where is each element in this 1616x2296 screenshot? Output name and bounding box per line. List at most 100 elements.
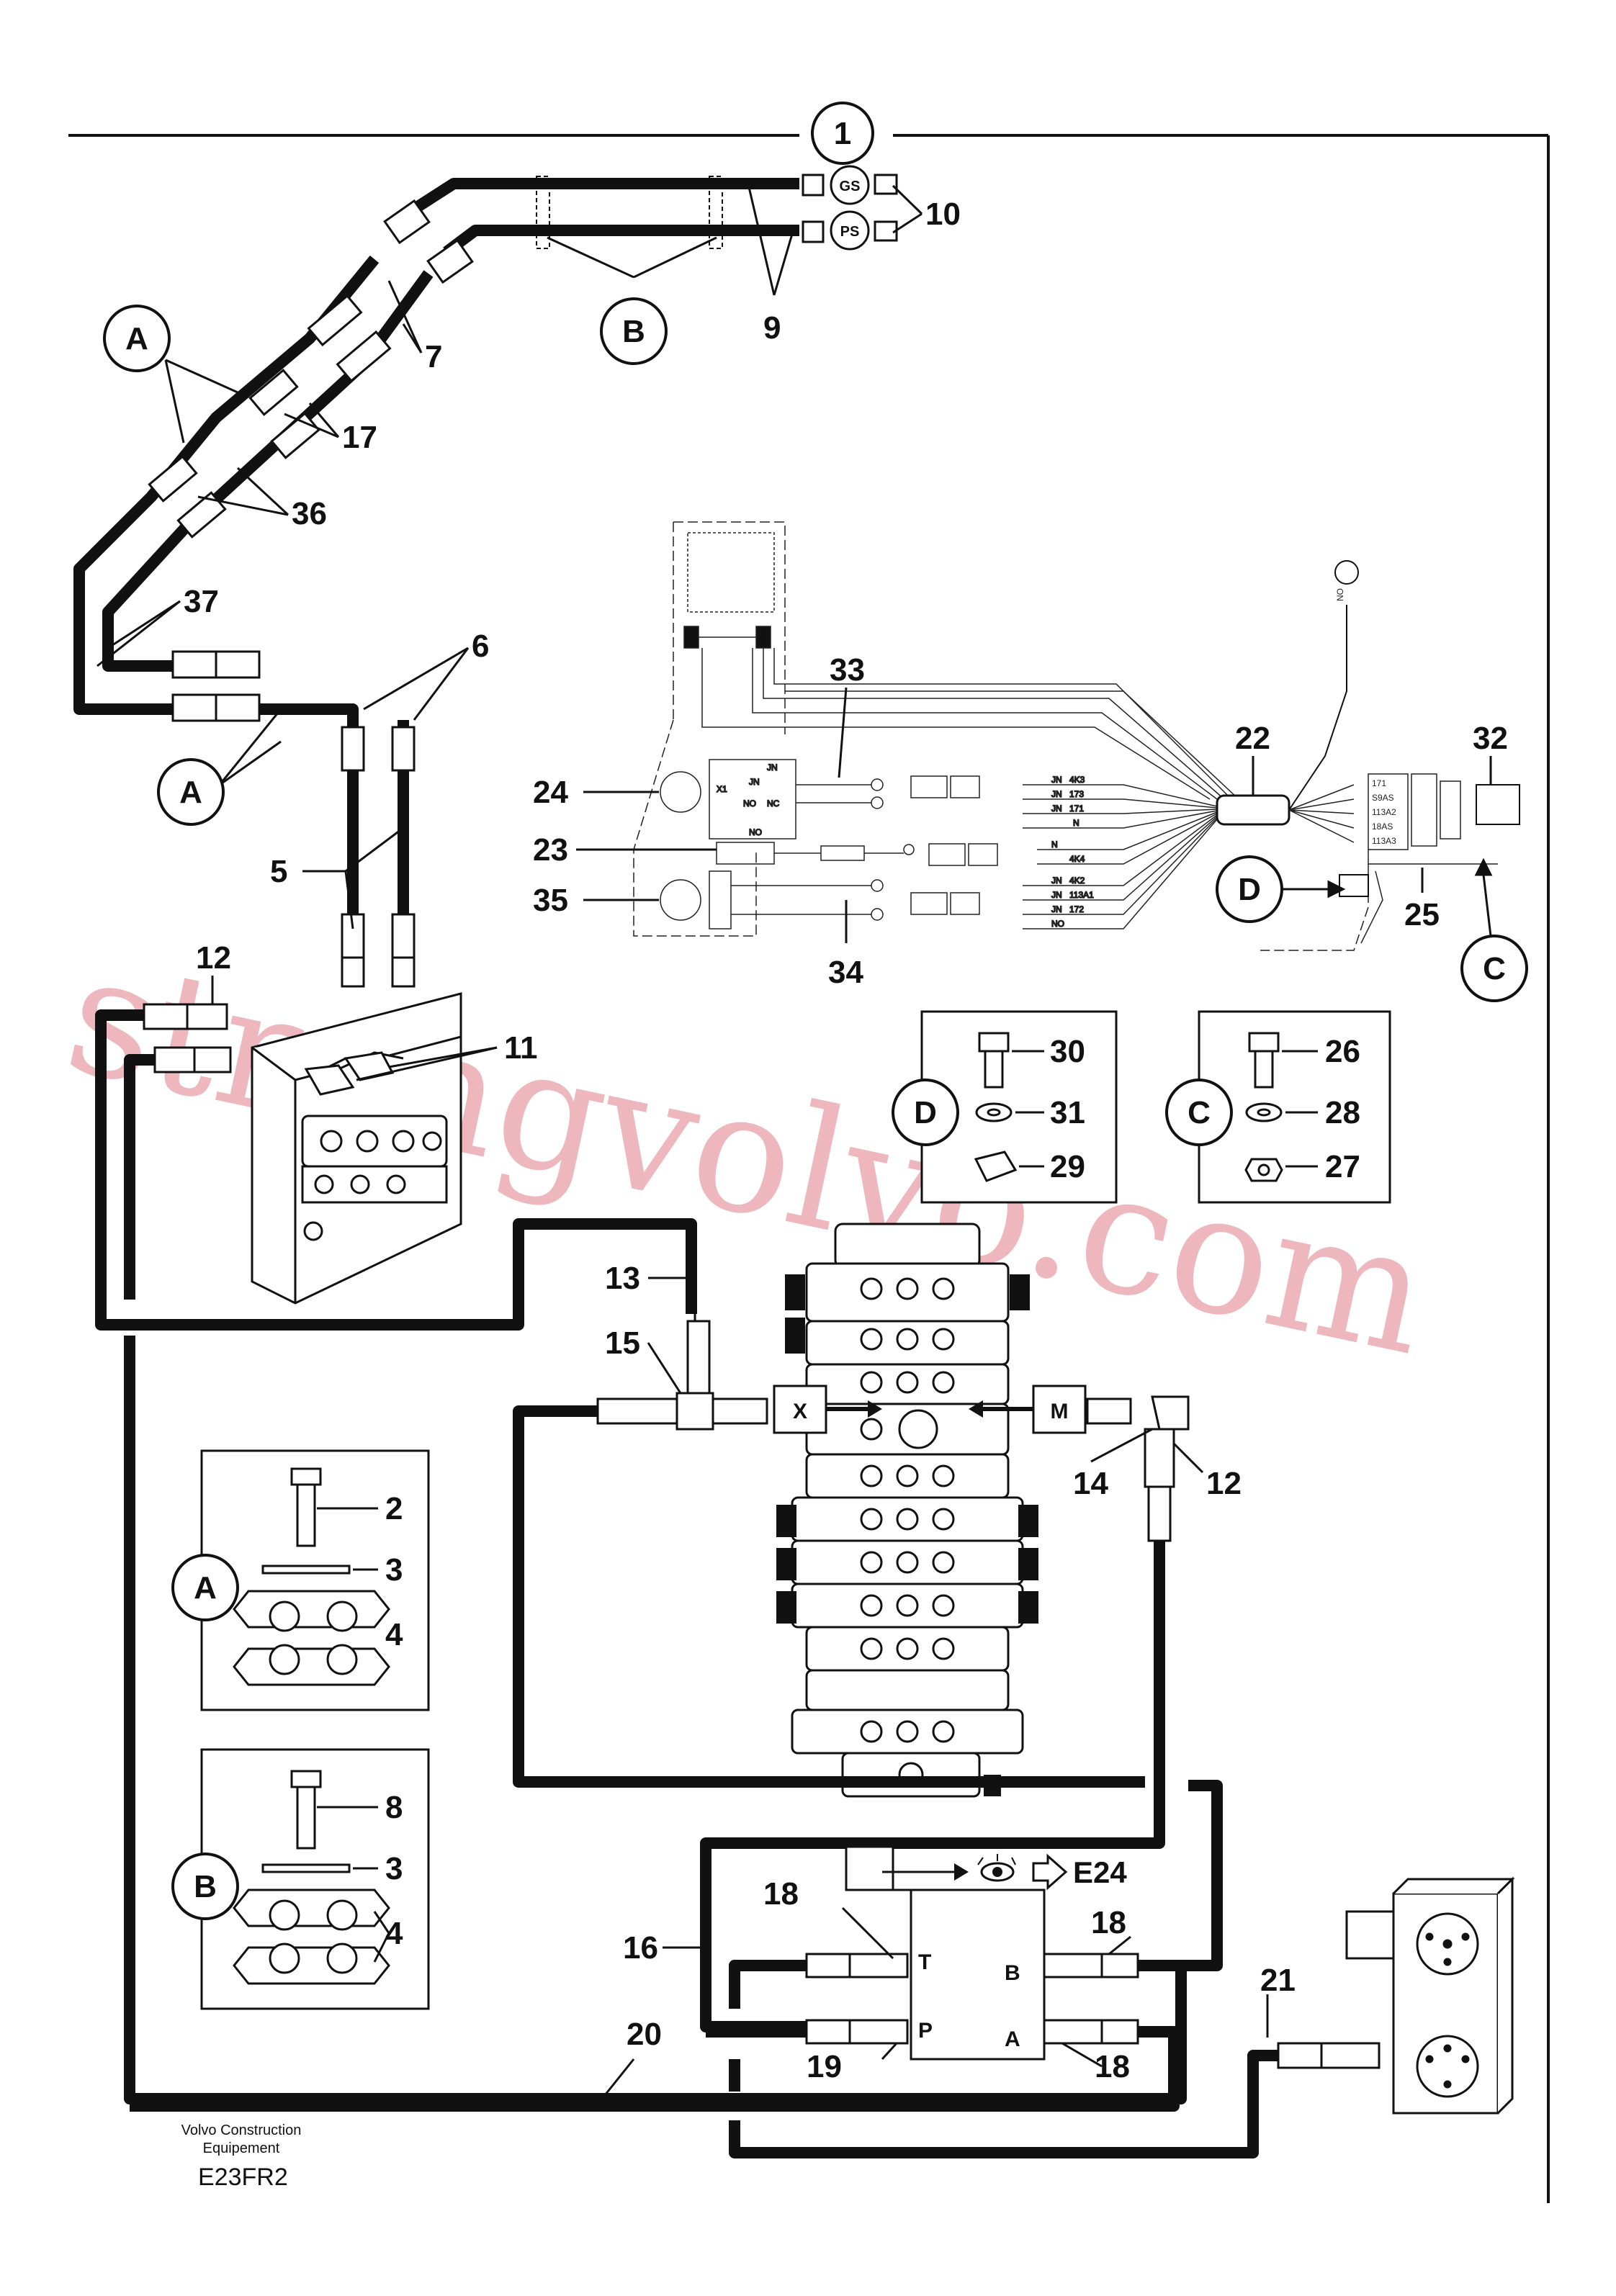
wiring-label-20: JN — [1051, 904, 1062, 914]
detail-box-c: C 26 28 27 — [1165, 1010, 1391, 1204]
callout-13: 13 — [605, 1261, 640, 1296]
circle-b-top: B — [547, 236, 717, 365]
port-x-label: X — [793, 1400, 807, 1423]
port-t-label: T — [918, 1950, 931, 1974]
circle-1: 1 — [811, 102, 874, 165]
callout-16: 16 — [623, 1930, 658, 1966]
port-p-label: P — [918, 2019, 933, 2043]
box-d-label: D — [914, 1095, 937, 1130]
circle-b-top-label: B — [622, 314, 645, 349]
left-fittings — [143, 1003, 395, 1096]
callout-6: 6 — [472, 629, 489, 664]
gs-port-label: GS — [840, 179, 861, 194]
box-a-label: A — [194, 1570, 217, 1606]
wiring-label-19: 113A1 — [1069, 890, 1094, 900]
callout-19: 19 — [807, 2049, 842, 2084]
box-b-label: B — [194, 1869, 217, 1904]
callout-35: 35 — [533, 883, 568, 918]
callout-4-a: 4 — [385, 1617, 403, 1652]
callout-28: 28 — [1325, 1095, 1360, 1130]
callout-27: 27 — [1325, 1149, 1360, 1184]
valve-caps — [776, 1274, 1038, 1796]
wiring-label-3: NO — [743, 798, 756, 809]
wiring-label-16: JN — [1051, 875, 1062, 886]
callout-5: 5 — [270, 854, 287, 889]
callout-12-right: 12 — [1206, 1466, 1242, 1501]
selector-valve: T P B A E24 — [845, 1845, 1127, 2061]
wiring-label-22: NO — [1051, 919, 1064, 929]
wiring-label-25: 113A2 — [1372, 807, 1396, 817]
callout-12-left: 12 — [196, 940, 231, 976]
wiring-label-26: 18AS — [1372, 821, 1393, 832]
credit-line-1: Volvo Construction — [181, 2122, 302, 2138]
callout-21: 21 — [1260, 1963, 1296, 1998]
wiring-label-14: N — [1051, 839, 1058, 850]
callout-3-b: 3 — [385, 1851, 403, 1886]
circle-c-diagram-label: C — [1483, 951, 1506, 986]
gauge-ports: GS PS — [830, 165, 870, 251]
wiring-label-9: JN — [1051, 789, 1062, 799]
callout-15: 15 — [605, 1325, 640, 1361]
callout-3-a: 3 — [385, 1552, 403, 1588]
detail-box-a: A 2 3 4 — [171, 1449, 430, 1711]
selector-valve-hoses — [130, 1780, 1278, 2158]
drawing-code: E23FR2 — [198, 2164, 288, 2191]
callout-31: 31 — [1050, 1095, 1085, 1130]
wiring-label-8: 4K3 — [1069, 775, 1085, 785]
callout-10: 10 — [925, 197, 961, 232]
circle-d-diagram-label: D — [1238, 872, 1261, 907]
upper-hose-fittings — [148, 174, 898, 988]
callout-36: 36 — [292, 496, 327, 531]
callout-11: 11 — [504, 1030, 538, 1066]
wiring-label-18: JN — [1051, 890, 1062, 900]
selector-valve-fittings — [805, 1953, 1381, 2069]
wiring-diagram: JN JN NO NC X1 NO JN 4K3 JN 173 — [633, 521, 1239, 937]
wiring-label-2: JN — [749, 777, 760, 787]
callout-33: 33 — [830, 652, 865, 688]
callout-18-a: 18 — [1095, 2049, 1130, 2084]
wiring-label-1: JN — [767, 762, 778, 773]
wiring-label-21: 172 — [1069, 904, 1084, 914]
wiring-label-6: NO — [749, 827, 762, 837]
callout-9: 9 — [763, 310, 781, 346]
wiring-label-23: 171 — [1372, 778, 1386, 788]
valve-block-left — [251, 992, 462, 1305]
wiring-label-4: NC — [767, 798, 780, 809]
callout-17: 17 — [342, 420, 377, 455]
circle-a-upper-label: A — [125, 321, 148, 356]
callout-34: 34 — [828, 955, 863, 990]
credit-line-2: Equipement — [203, 2140, 280, 2156]
callout-23: 23 — [533, 832, 568, 868]
circle-1-label: 1 — [834, 116, 851, 151]
pilot-connections: X M — [773, 1385, 1087, 1434]
callout-29: 29 — [1050, 1149, 1085, 1184]
wiring-label-11: JN — [1051, 803, 1062, 814]
callout-4-b: 4 — [385, 1916, 403, 1951]
wiring-label-27: 113A3 — [1372, 836, 1396, 846]
tee-fittings — [596, 1320, 1190, 1542]
callout-25: 25 — [1404, 897, 1440, 932]
box-c-label: C — [1188, 1095, 1211, 1130]
callout-7: 7 — [425, 339, 442, 374]
callouts-selector — [603, 1906, 1269, 2096]
wiring-label-12: 171 — [1069, 803, 1084, 814]
wiring-label-28: NO — [1335, 588, 1345, 601]
callout-22: 22 — [1235, 721, 1270, 756]
circle-a-lower-label: A — [179, 775, 202, 810]
port-b-label: B — [1005, 1961, 1020, 1985]
ps-port-label: PS — [840, 224, 860, 240]
wiring-label-5: X1 — [717, 784, 727, 794]
port-m-label: M — [1051, 1400, 1069, 1423]
wiring-label-15: 4K4 — [1069, 854, 1085, 864]
detail-box-d: D 30 31 29 — [892, 1010, 1118, 1204]
detail-box-b: B 8 3 4 — [171, 1748, 430, 2010]
callout-18-t: 18 — [763, 1876, 799, 1912]
circle-a-upper: A — [103, 305, 238, 444]
callouts-left-block — [211, 976, 498, 1081]
wiring-label-24: S9AS — [1372, 793, 1394, 803]
callouts-wiring — [576, 687, 1493, 943]
callouts-valve — [647, 1277, 1204, 1474]
callout-14: 14 — [1073, 1466, 1108, 1501]
circle-a-lower: A — [157, 708, 282, 826]
callout-26: 26 — [1325, 1034, 1360, 1069]
